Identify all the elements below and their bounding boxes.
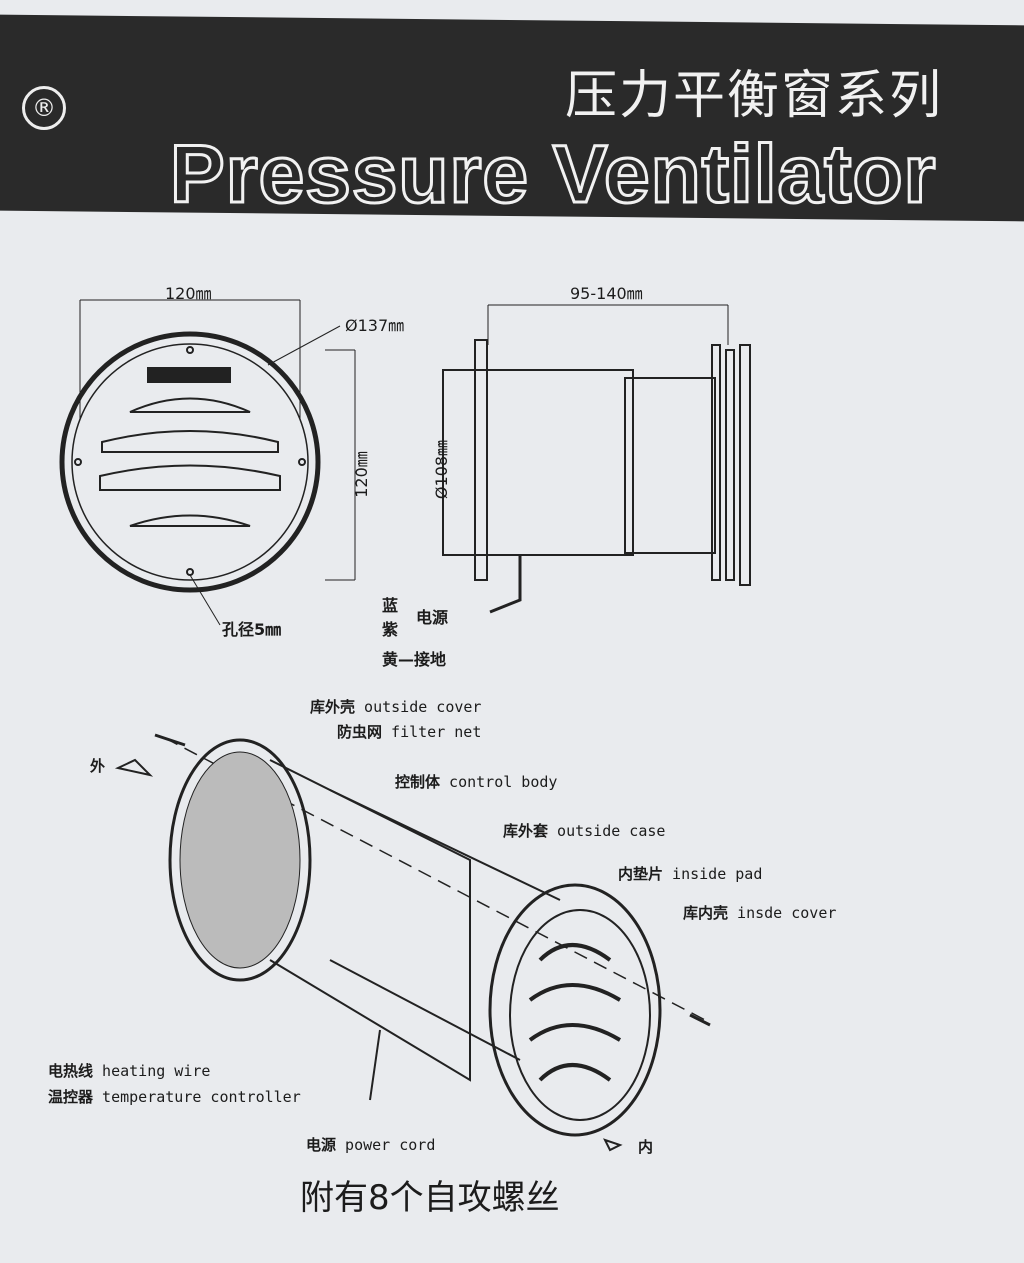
footer-note: 附有8个自攻螺丝 — [300, 1178, 560, 1218]
front-view — [59, 299, 356, 626]
label-outside-case: 库外套 outside case — [503, 822, 666, 840]
brand-logo — [147, 367, 231, 383]
registered-mark: ® — [22, 86, 66, 130]
wire-blue: 蓝 — [382, 596, 399, 615]
outside-direction: 外 — [90, 757, 106, 775]
wire-ground: 黄—接地 — [382, 650, 447, 669]
label-power-cord: 电源 power cord — [306, 1136, 436, 1154]
hole-size: 孔径5㎜ — [222, 620, 282, 639]
title-en: Pressure Ventilator — [168, 129, 937, 220]
label-heating-wire: 电热线 heating wire — [48, 1062, 211, 1080]
inside-direction: 内 — [638, 1138, 654, 1156]
front-diameter: Ø137㎜ — [345, 316, 405, 335]
exploded-view — [114, 733, 711, 1152]
wire-purple: 紫 — [382, 620, 399, 639]
side-length: 95-140㎜ — [570, 284, 643, 303]
side-diameter: Ø108㎜ — [432, 439, 452, 500]
label-temperature-controller: 温控器 temperature controller — [48, 1088, 301, 1106]
label-inside-cover: 库内壳 insde cover — [683, 904, 837, 922]
title-cn: 压力平衡窗系列 — [565, 66, 944, 126]
label-outside-cover: 库外壳 outside cover — [310, 698, 482, 716]
label-inside-pad: 内垫片 inside pad — [618, 865, 763, 883]
front-width: 120㎜ — [165, 284, 212, 303]
label-filter-net: 防虫网 filter net — [337, 723, 482, 741]
front-height: 120㎜ — [351, 451, 371, 498]
wire-power: 电源 — [416, 608, 449, 627]
side-view — [442, 304, 751, 614]
label-control-body: 控制体 control body — [395, 773, 558, 791]
